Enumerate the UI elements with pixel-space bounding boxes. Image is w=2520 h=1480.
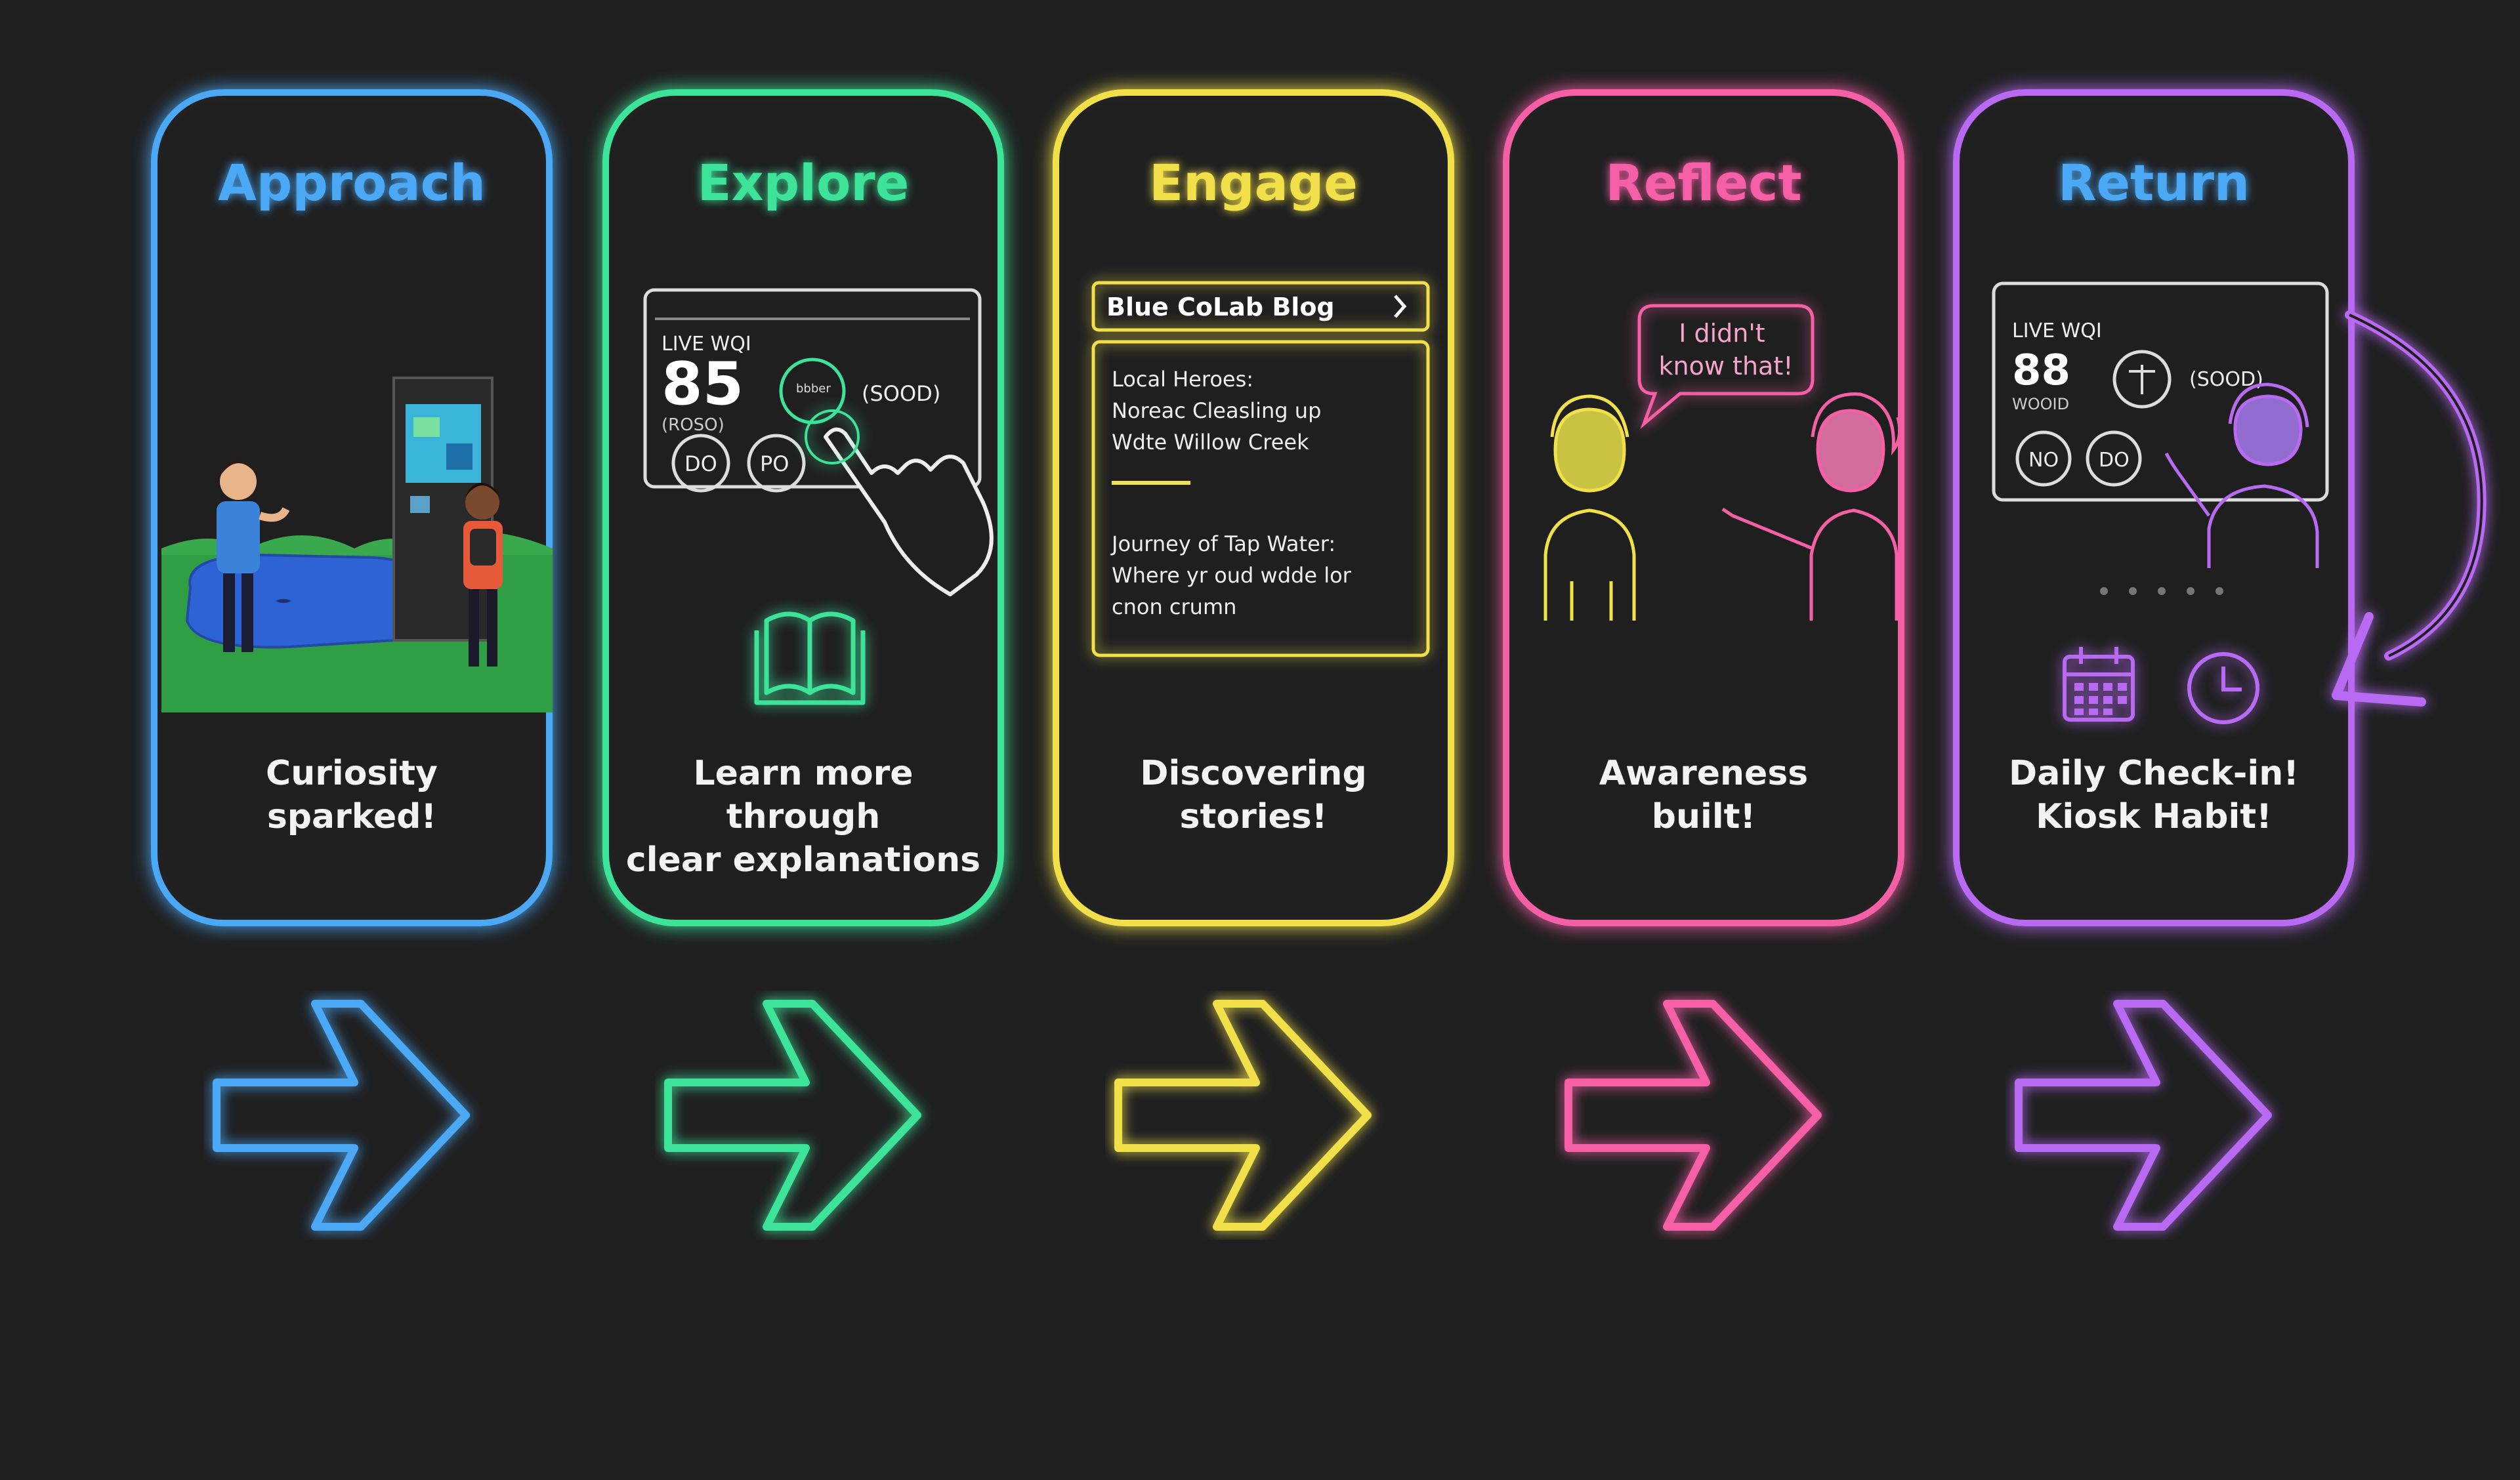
reflect-illustration: I didn't know that! [1544,304,1902,621]
approach-illustration [161,377,553,712]
next-arrow-icon [2015,1000,2272,1231]
stage-caption: Learn more through clear explanations [625,754,981,880]
stage-card-engage: Engage Blue CoLab Blog Local Heroes: Nor… [1053,89,1454,926]
do-button-label: DO [2099,449,2130,472]
return-loop-arrow-icon [2332,310,2487,707]
person-left-yellow [1544,394,1636,621]
return-illustration: LIVE WQI 88 WOOID (SOOD) NO DO [1992,281,2329,724]
wqi-sub: (ROSO) [662,415,724,435]
stage-title: Explore [697,154,910,212]
carousel-dots [2100,587,2223,595]
story-2-line-3: cnon crumn [1112,594,1236,619]
story-1-line-1: Local Heroes: [1112,367,1253,392]
story-1-line-2: Noreac Cleasling up [1112,398,1321,423]
stage-card-explore: Explore LIVE WQI 85 (ROSO) bbber (SOOD) … [602,89,1004,926]
blog-header[interactable]: Blue CoLab Blog [1091,281,1430,332]
person-right [463,483,503,667]
po-button[interactable] [747,434,806,493]
dial-icon[interactable] [2112,350,2172,409]
next-arrow-icon [664,1000,921,1231]
story-2-line-2: Where yr oud wdde lor [1112,563,1352,588]
wqi-sub: WOOID [2012,395,2069,413]
wqi-status: (SOOD) [862,381,940,406]
wqi-score: 88 [2012,346,2070,395]
do-button-label: DO [684,451,717,476]
person-left [217,461,290,652]
stage-card-reflect: Reflect I didn't know that! [1503,89,1904,926]
pointing-hand-icon [824,427,994,596]
stage-card-approach: Approach [151,89,553,926]
book-icon [754,611,866,705]
stage-title: Approach [218,154,486,212]
stage-card-return: Return LIVE WQI 88 WOOID (SOOD) NO DO [1953,89,2355,926]
story-2[interactable]: Journey of Tap Water: Where yr oud wdde … [1110,531,1358,619]
wqi-label: LIVE WQI [662,333,751,356]
story-1[interactable]: Local Heroes: Noreac Cleasling up Wdte W… [1112,367,1328,455]
engage-illustration: Blue CoLab Blog Local Heroes: Noreac Cle… [1091,281,1430,657]
stories-panel [1091,340,1430,657]
calendar-icon [2063,647,2135,722]
stage-caption: Awareness built! [1599,754,1809,836]
person-right-pink [1721,392,1902,621]
dial-icon[interactable] [779,358,846,424]
wqi-label: LIVE WQI [2012,319,2102,342]
wqi-score: 85 [662,350,744,419]
blog-title: Blue CoLab Blog [1106,293,1335,321]
next-arrow-icon [213,1000,470,1231]
no-button-label: NO [2028,449,2059,472]
stage-caption: Daily Check-in! Kiosk Habit! [2009,754,2299,836]
person-purple [2164,382,2319,568]
no-button[interactable] [2015,430,2072,487]
next-arrow-icon [1114,1000,1372,1231]
stage-caption: Discovering stories! [1140,754,1367,836]
clock-icon [2187,652,2259,724]
duck [276,599,291,603]
speech-text: I didn't know that! [1659,319,1794,380]
do-button[interactable] [671,434,730,493]
story-1-line-3: Wdte Willow Creek [1112,430,1309,455]
speech-bubble: I didn't know that! [1637,304,1815,429]
wqi-screen-return: LIVE WQI 88 WOOID (SOOD) NO DO [1992,281,2329,502]
stage-title: Engage [1149,154,1358,212]
stage-title: Return [2057,154,2250,212]
next-arrow-icon [1564,1000,1822,1231]
po-button-label: PO [760,451,789,476]
chevron-right-icon [1394,295,1407,318]
dial-label: bbber [796,382,831,396]
wqi-screen: LIVE WQI 85 (ROSO) bbber (SOOD) DO PO [643,288,982,493]
stage-title: Reflect [1605,154,1802,212]
do-button[interactable] [2086,430,2142,487]
story-2-line-1: Journey of Tap Water: [1110,531,1335,556]
explore-illustration: LIVE WQI 85 (ROSO) bbber (SOOD) DO PO [643,288,994,705]
stage-caption: Curiosity sparked! [266,754,438,836]
